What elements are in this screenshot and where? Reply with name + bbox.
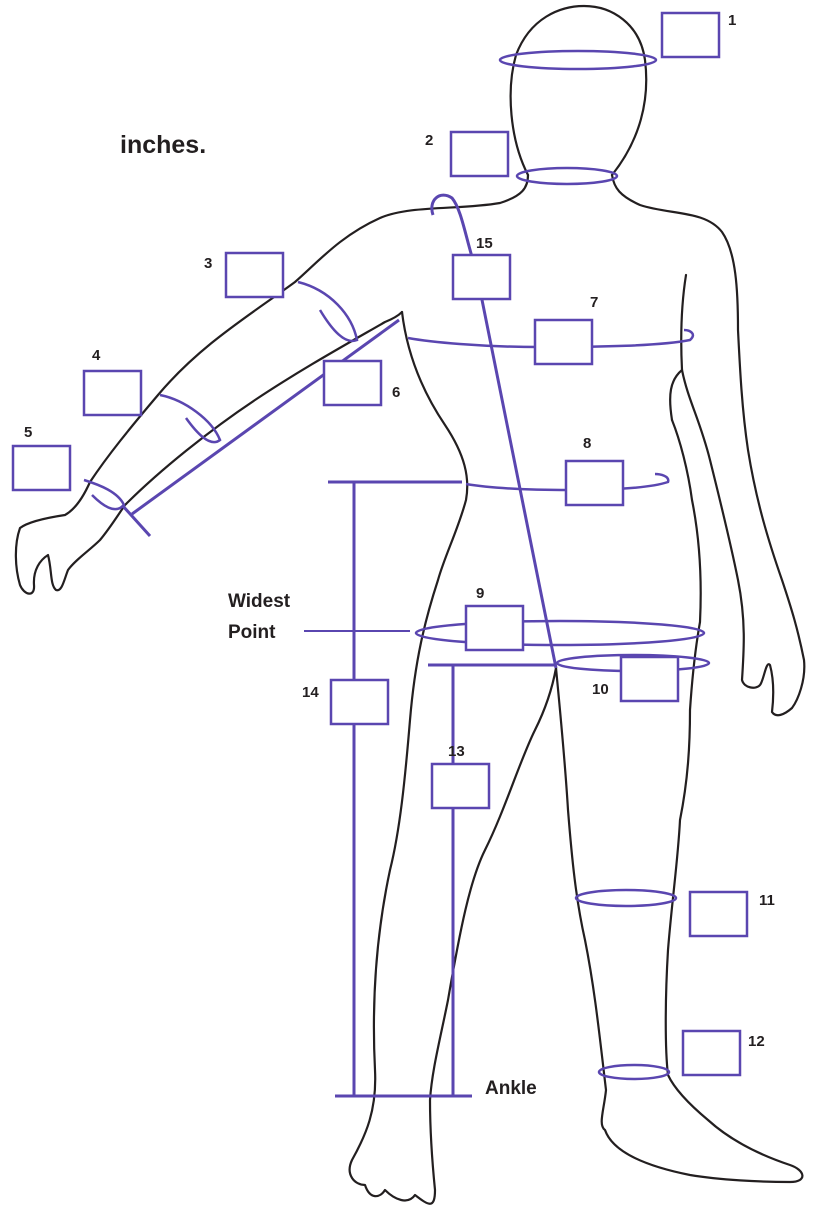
ring-chest xyxy=(407,328,695,349)
right-waist-outline xyxy=(669,368,684,422)
measurement-number: 15 xyxy=(476,235,493,252)
line-diagonal xyxy=(430,193,558,669)
widest-point-label-line2: Point xyxy=(228,622,276,643)
ring-head xyxy=(498,49,658,71)
measurement-box-10[interactable] xyxy=(619,655,680,703)
measurement-number: 5 xyxy=(24,424,32,441)
line-arm-length xyxy=(131,318,400,516)
heading-text: inches. xyxy=(120,131,206,159)
measurement-number: 7 xyxy=(590,294,598,311)
measurement-box-5[interactable] xyxy=(11,444,72,492)
measurement-number: 12 xyxy=(748,1033,765,1050)
body-outline xyxy=(14,4,806,1205)
measurement-number: 13 xyxy=(448,743,465,760)
measurement-number: 6 xyxy=(392,384,400,401)
measurement-box-9[interactable] xyxy=(464,604,525,652)
ring-calf xyxy=(574,888,678,908)
measurement-box-3[interactable] xyxy=(224,251,285,299)
measurement-numbers: 1 2 3 4 5 6 7 8 9 10 11 12 13 14 15 xyxy=(24,12,775,1050)
ring-neck xyxy=(515,166,619,186)
ring-forearm xyxy=(159,393,222,444)
measurement-box-11[interactable] xyxy=(688,890,749,938)
measurement-number: 8 xyxy=(583,435,591,452)
measurement-box-12[interactable] xyxy=(681,1029,742,1077)
measurement-box-1[interactable] xyxy=(660,11,721,59)
ring-hips xyxy=(414,619,706,647)
measurement-box-8[interactable] xyxy=(564,459,625,507)
measurement-lines xyxy=(83,49,711,1098)
measurement-number: 1 xyxy=(728,12,736,29)
measurement-boxes xyxy=(11,11,749,1077)
measurement-number: 4 xyxy=(92,347,101,364)
ring-ankle xyxy=(597,1063,671,1081)
measurement-box-4[interactable] xyxy=(82,369,143,417)
left-torso-outline xyxy=(348,310,558,1205)
measurement-number: 2 xyxy=(425,132,433,149)
measurement-box-13[interactable] xyxy=(430,762,491,810)
measurement-number: 3 xyxy=(204,255,212,272)
measurement-box-7[interactable] xyxy=(533,318,594,366)
measurement-number: 14 xyxy=(302,684,319,701)
measurement-box-6[interactable] xyxy=(322,359,383,407)
measurement-number: 10 xyxy=(592,681,609,698)
right-inner-leg-outline xyxy=(554,418,804,1184)
measurement-box-15[interactable] xyxy=(451,253,512,301)
left-shoulder-arm-outline xyxy=(14,173,530,595)
measurement-number: 9 xyxy=(476,585,484,602)
head-outline xyxy=(509,4,648,177)
right-torso-arm-outline xyxy=(610,173,806,717)
line-arm-end-cap xyxy=(120,503,152,538)
ankle-label: Ankle xyxy=(485,1078,537,1099)
measurement-box-2[interactable] xyxy=(449,130,510,178)
measurement-box-14[interactable] xyxy=(329,678,390,726)
widest-point-label-line1: Widest xyxy=(228,591,291,612)
ring-upper-arm xyxy=(297,280,359,343)
measurement-number: 11 xyxy=(759,892,775,909)
